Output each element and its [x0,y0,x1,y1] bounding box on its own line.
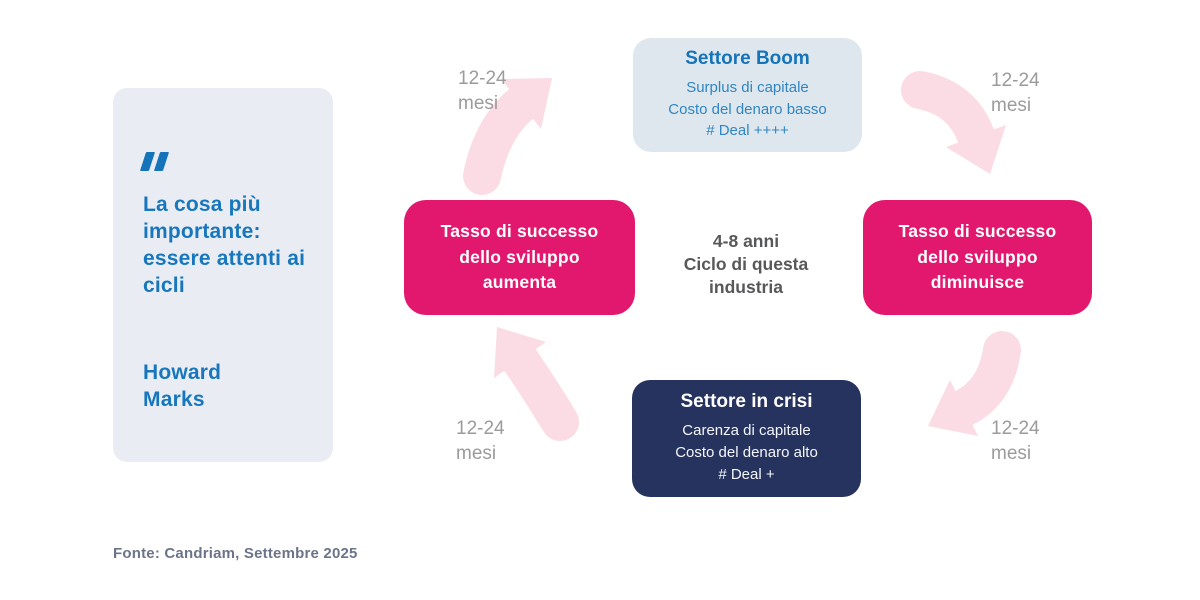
arrow-up-left-icon [494,327,579,441]
cycle-duration: 4-8 anni [712,231,780,251]
box-title: Settore in crisi [680,391,813,413]
quote-bar [139,152,156,171]
duration-label-top-right: 12-24 mesi [991,70,1040,117]
box-line: Carenza di capitale [682,422,811,440]
box-label: Tasso di successo dello sviluppo aumenta [440,221,599,293]
box-line: Costo del denaro alto [675,444,818,462]
cycle-box-tasso-aumenta: Tasso di successo dello sviluppo aumenta [404,200,635,315]
duration-label-bottom-left: 12-24 mesi [456,418,505,465]
source-note: Fonte: Candriam, Settembre 2025 [113,545,358,562]
cycle-box-tasso-diminuisce: Tasso di successo dello sviluppo diminui… [863,200,1092,315]
quote-text: La cosa più importante: essere attenti a… [143,193,306,297]
cycle-box-settore-boom: Settore Boom Surplus di capitale Costo d… [633,38,862,152]
box-line: # Deal ++++ [706,122,789,140]
duration-label-bottom-right: 12-24 mesi [991,418,1040,465]
quote-icon [139,152,309,172]
duration-label-top-left: 12-24 mesi [458,68,507,115]
quote-bar [153,152,170,171]
box-line: Surplus di capitale [686,78,809,96]
box-label: Tasso di successo dello sviluppo diminui… [898,221,1057,293]
cycle-description: Ciclo di questa industria [683,254,809,298]
quote-card: La cosa più importante: essere attenti a… [113,88,333,462]
cycle-box-settore-crisi: Settore in crisi Carenza di capitale Cos… [632,380,861,497]
box-title: Settore Boom [685,47,810,69]
cycle-center-text: 4-8 anni Ciclo di questa industria [670,230,822,299]
quote-author: Howard Marks [143,361,222,411]
box-line: Costo del denaro basso [668,100,827,118]
box-line: # Deal + [718,465,775,483]
